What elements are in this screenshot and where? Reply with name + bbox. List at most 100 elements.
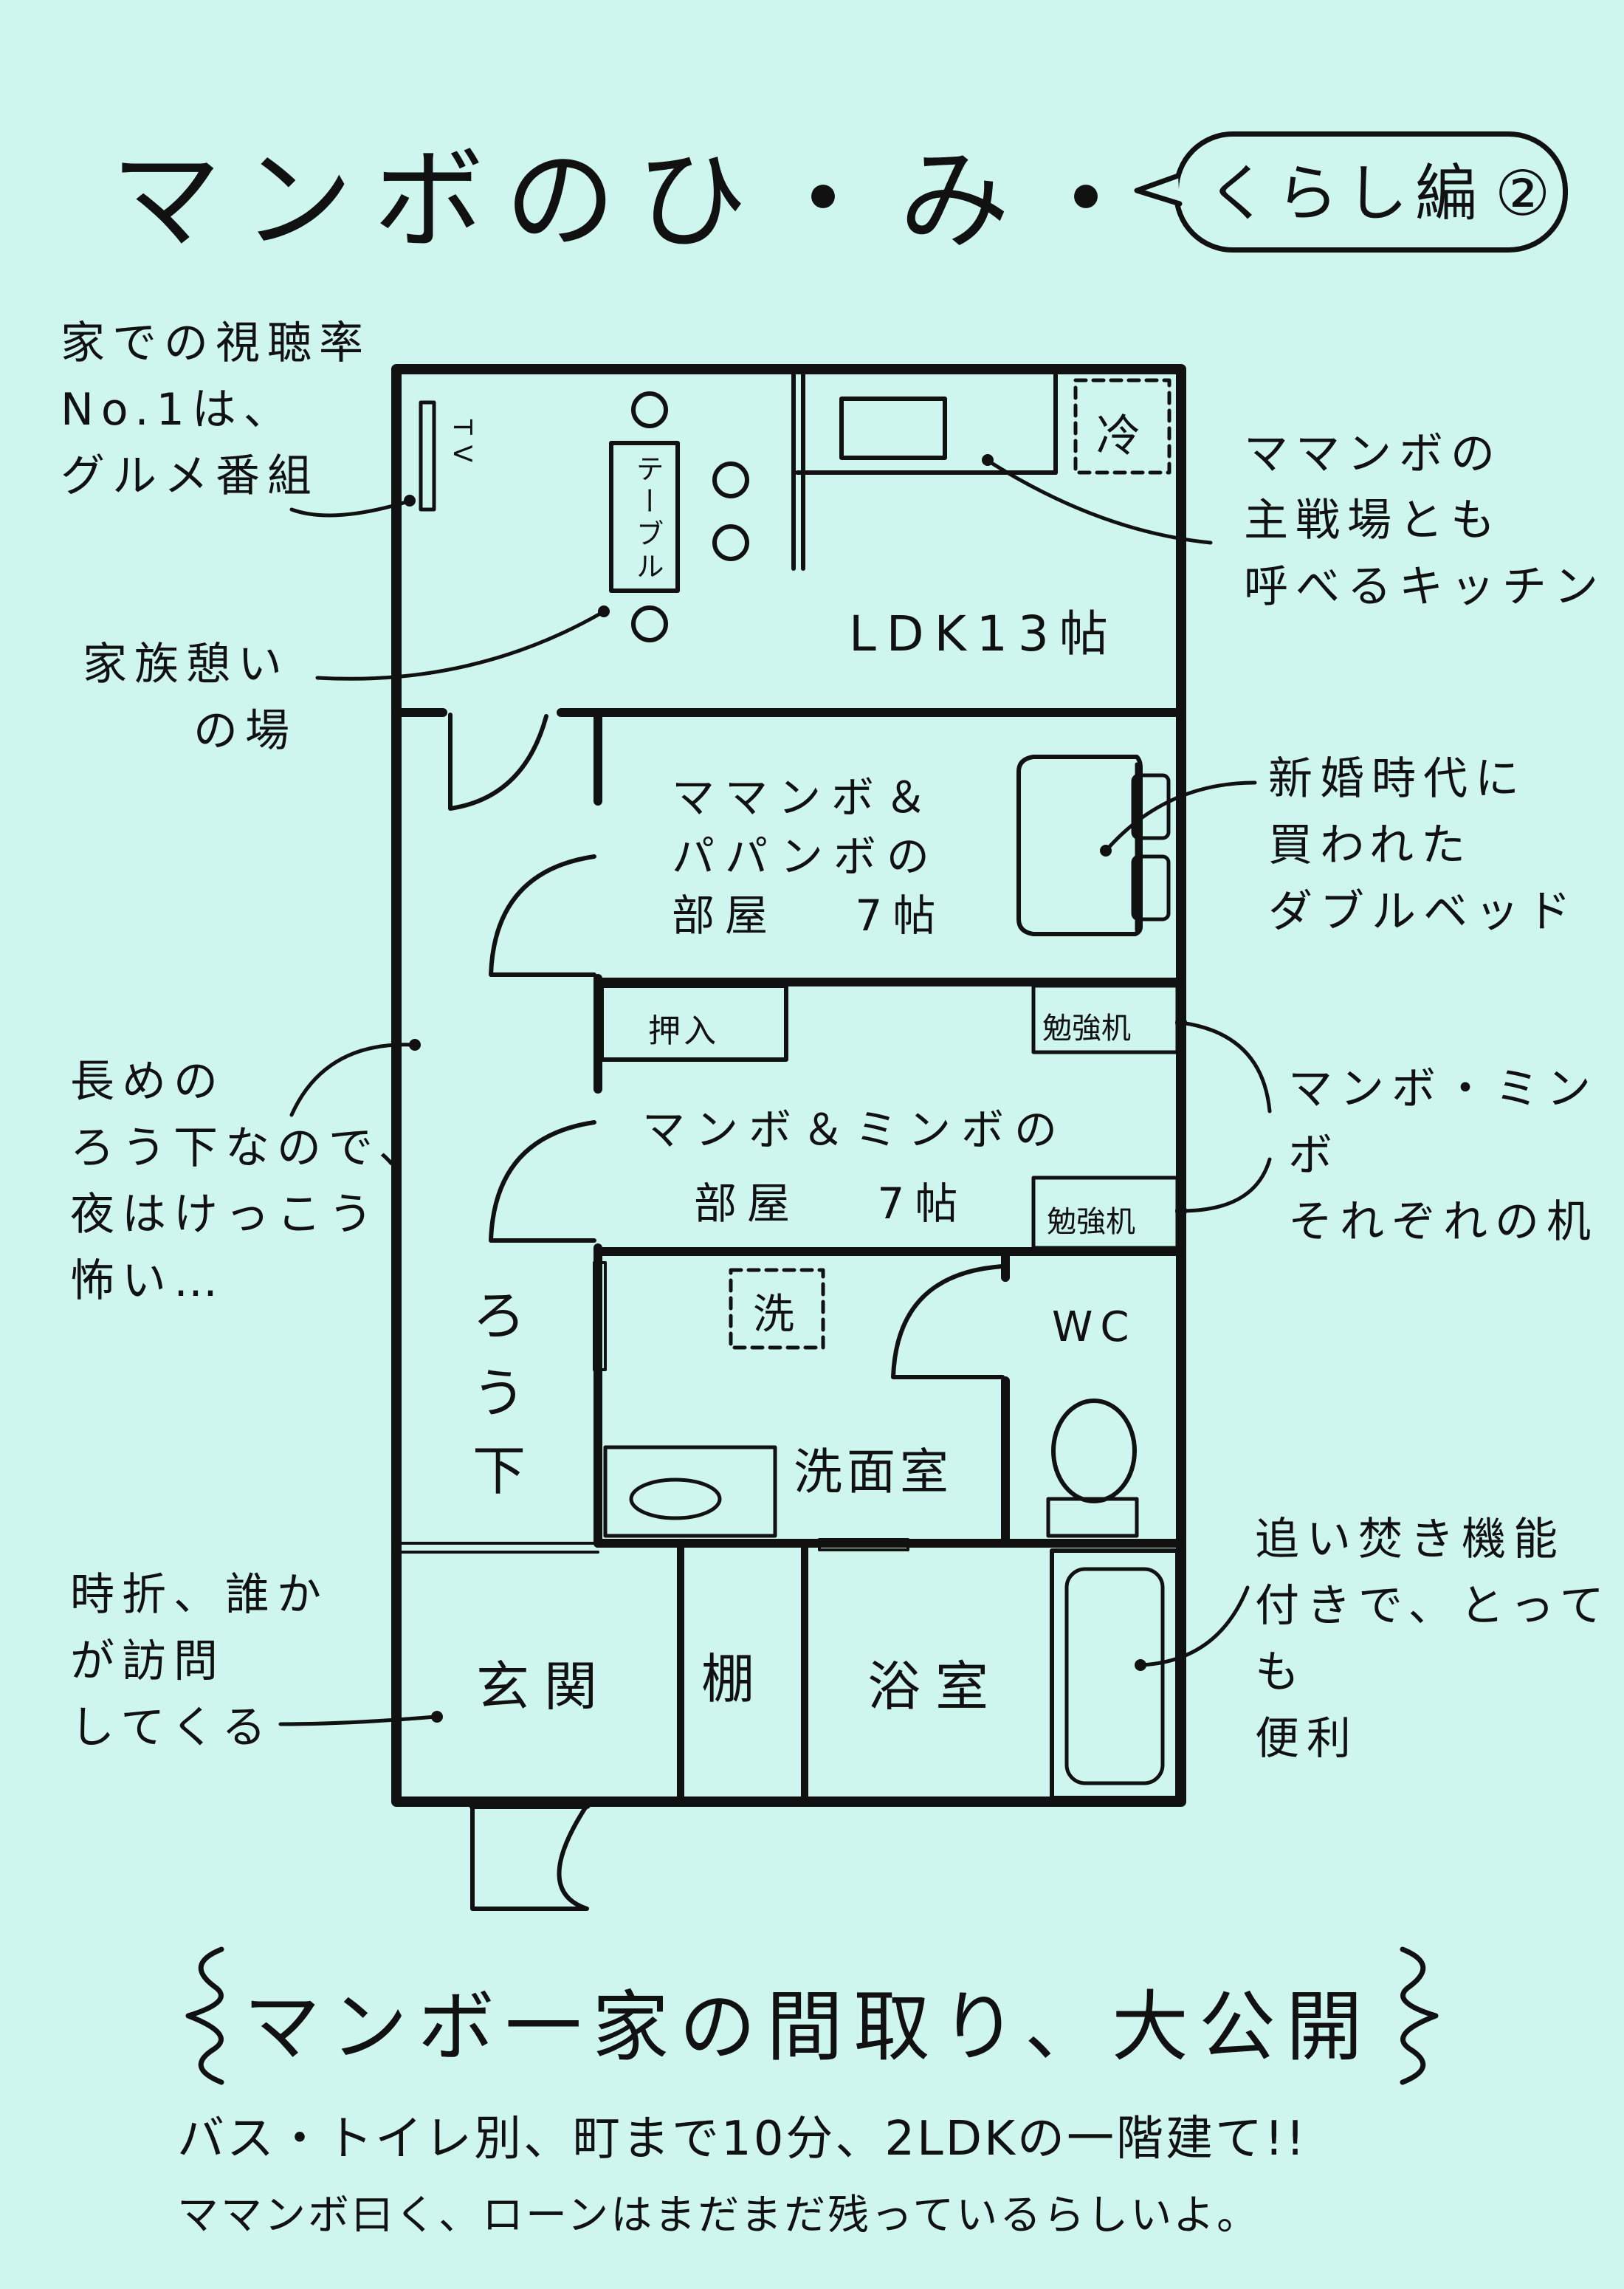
annotation-kitchen: ママンボの 主戦場とも 呼べるキッチン bbox=[1244, 421, 1606, 620]
table-label: テーブル bbox=[631, 454, 664, 584]
bath-label: 浴室 bbox=[867, 1655, 1004, 1717]
leader-bed bbox=[1105, 780, 1257, 851]
leader-tv bbox=[289, 500, 408, 518]
ldk-door bbox=[448, 713, 548, 811]
series-number: ② bbox=[1495, 157, 1558, 230]
parents-room-line: ママンボ＆ bbox=[672, 772, 938, 823]
annotation-line: 家での視聴率 bbox=[61, 318, 371, 369]
kids-room-line: マンボ＆ミンボの bbox=[642, 1105, 1068, 1155]
outer-wall bbox=[391, 364, 1186, 1807]
pillow bbox=[1131, 773, 1171, 840]
annotation-line: ママンボの bbox=[1244, 428, 1502, 480]
kids-room-label: マンボ＆ミンボの 部屋 7帖 bbox=[642, 1093, 1067, 1240]
annotation-line: グルメ番組 bbox=[61, 450, 319, 502]
annotation-table: 家族憩い の場 bbox=[83, 631, 297, 764]
annotation-line: が訪問 bbox=[70, 1636, 225, 1687]
annotation-line: 怖い… bbox=[70, 1255, 225, 1307]
annotation-line: 便利 bbox=[1255, 1713, 1358, 1765]
leader-desk-top bbox=[1179, 1020, 1272, 1113]
title-speech-bubble bbox=[1174, 131, 1568, 253]
parents-door bbox=[489, 854, 596, 977]
footer-line-1: バス・トイレ別、町まで10分、2LDKの一階建て!! bbox=[177, 2112, 1307, 2166]
corridor-char: ろ bbox=[472, 1285, 526, 1347]
annotation-line: それぞれの机 bbox=[1288, 1196, 1598, 1248]
oshiire bbox=[599, 984, 788, 1062]
annotation-bath: 追い焚き機能 付きで、とっても 便利 bbox=[1255, 1506, 1624, 1772]
senmenjo-door bbox=[891, 1264, 1005, 1379]
annotation-line: No.1は、 bbox=[61, 384, 295, 436]
double-bed bbox=[1016, 755, 1143, 936]
dining-table bbox=[609, 441, 680, 593]
annotation-line: 新婚時代に bbox=[1268, 753, 1527, 805]
annotation-line: 主戦場とも bbox=[1244, 495, 1502, 546]
front-door bbox=[470, 1803, 589, 1911]
corridor-label: ろ う 下 bbox=[472, 1277, 526, 1510]
oshiire-label: 押入 bbox=[648, 1012, 719, 1050]
toilet-tank bbox=[1046, 1497, 1139, 1538]
desk-label-top: 勉強机 bbox=[1042, 1012, 1131, 1046]
senmenjo-label: 洗面室 bbox=[794, 1444, 953, 1500]
leader-genkan bbox=[278, 1715, 438, 1726]
right-brace bbox=[1400, 1946, 1439, 2085]
annotation-line: 付きで、とっても bbox=[1255, 1580, 1611, 1698]
vanity bbox=[603, 1445, 777, 1538]
tana-label: 棚 bbox=[701, 1648, 755, 1710]
annotation-corridor: 長めの ろう下なので、 夜はけっこう 怖い… bbox=[70, 1049, 430, 1314]
annotation-line: 呼べるキッチン bbox=[1244, 561, 1606, 613]
corridor-char: 下 bbox=[472, 1440, 526, 1502]
tv-label: TV bbox=[447, 419, 477, 473]
desk-label-bottom: 勉強机 bbox=[1047, 1205, 1135, 1239]
ldk-label: LDK13帖 bbox=[849, 605, 1118, 662]
kitchen-sink bbox=[839, 397, 947, 460]
page-title: マンボのひ・み・つ bbox=[111, 137, 1294, 265]
sliding-door bbox=[818, 1538, 909, 1551]
bubble-tail bbox=[1134, 173, 1183, 207]
annotation-line: 時折、誰か bbox=[70, 1569, 328, 1621]
annotation-genkan: 時折、誰か が訪問 してくる bbox=[70, 1562, 328, 1761]
annotation-tv: 家での視聴率 No.1は、 グルメ番組 bbox=[61, 310, 371, 509]
annotation-bed: 新婚時代に 買われた ダブルベッド bbox=[1268, 746, 1578, 945]
series-name: くらし編 bbox=[1207, 157, 1485, 230]
tv bbox=[419, 400, 436, 512]
fridge-label: 冷 bbox=[1096, 411, 1140, 462]
footer-line-2: ママンボ曰く、ローンはまだまだ残っているらしいよ。 bbox=[177, 2192, 1261, 2240]
kids-door bbox=[489, 1120, 596, 1243]
annotation-line: してくる bbox=[70, 1702, 274, 1754]
annotation-line: の場 bbox=[193, 705, 297, 757]
leader-desk-bottom bbox=[1179, 1157, 1272, 1213]
chair bbox=[631, 605, 668, 642]
chair bbox=[712, 461, 749, 498]
wc-label: WC bbox=[1052, 1303, 1137, 1351]
toilet-bowl bbox=[1051, 1399, 1137, 1503]
washing-machine bbox=[729, 1268, 825, 1350]
parents-room-label: ママンボ＆ パパンボの 部屋 7帖 bbox=[672, 768, 946, 945]
parents-room-line: パパンボの bbox=[672, 831, 940, 882]
pillow bbox=[1131, 854, 1171, 922]
annotation-desks: マンボ・ミンボ それぞれの机 bbox=[1288, 1056, 1624, 1255]
annotation-line: 追い焚き機能 bbox=[1255, 1514, 1565, 1565]
leader-table bbox=[315, 611, 604, 681]
chair bbox=[631, 391, 668, 428]
annotation-line: 買われた bbox=[1268, 820, 1473, 871]
parents-room-line: 部屋 7帖 bbox=[672, 890, 946, 941]
genkan-label: 玄関 bbox=[476, 1655, 613, 1717]
bathtub bbox=[1050, 1548, 1180, 1800]
kids-room-line: 部屋 7帖 bbox=[694, 1178, 968, 1229]
leader-corridor bbox=[289, 1043, 416, 1117]
chair bbox=[712, 524, 749, 561]
annotation-line: 家族憩い bbox=[83, 639, 289, 690]
basin bbox=[629, 1478, 722, 1520]
leader-kitchen bbox=[987, 459, 1213, 545]
sliding-door bbox=[593, 1261, 607, 1371]
annotation-line: ダブルベッド bbox=[1268, 886, 1578, 938]
annotation-line: 長めの bbox=[70, 1056, 225, 1108]
corridor-char: う bbox=[472, 1362, 526, 1424]
left-brace bbox=[185, 1946, 224, 2085]
annotation-line: マンボ・ミンボ bbox=[1288, 1063, 1598, 1181]
footer-headline: マンボ一家の間取り、大公開 bbox=[244, 1982, 1373, 2072]
fridge bbox=[1073, 378, 1171, 475]
annotation-line: 夜はけっこう bbox=[70, 1189, 380, 1240]
